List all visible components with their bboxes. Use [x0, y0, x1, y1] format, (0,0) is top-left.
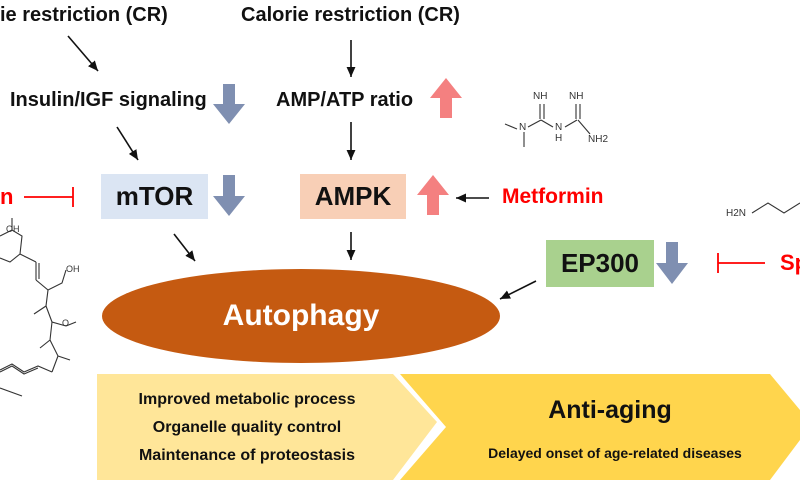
- cr-left-label: ie restriction (CR): [0, 4, 168, 26]
- effect-item: Organelle quality control: [152, 419, 342, 436]
- metformin-atom: NH: [533, 91, 548, 102]
- effects-chevron: [97, 374, 437, 480]
- anti-aging-subtitle: Delayed onset of age-related diseases: [488, 445, 742, 461]
- cr-right-label: Calorie restriction (CR): [241, 4, 460, 26]
- ampatp-up-arrow: [430, 78, 462, 118]
- ampk-node: AMPK: [300, 174, 406, 219]
- ep300-node: EP300: [546, 240, 654, 287]
- metformin-atom: NH2: [588, 134, 609, 145]
- rapamycin-atom: OH: [66, 264, 80, 274]
- effects-list: Improved metabolic process Organelle qua…: [97, 386, 397, 470]
- metformin-atom: NH: [569, 91, 584, 102]
- amp-atp-label: AMP/ATP ratio: [276, 89, 414, 111]
- metformin-structure: [504, 104, 591, 147]
- rapamycin-structure: [0, 218, 77, 397]
- rapamycin-label: n: [0, 184, 14, 209]
- effect-item: Maintenance of proteostasis: [138, 447, 356, 464]
- rapamycin-atom: O: [62, 318, 70, 328]
- spermidine-atom: H2N: [726, 208, 747, 219]
- insulin-down-arrow: [213, 84, 245, 124]
- ampk-up-arrow: [417, 175, 449, 215]
- ep300-down-arrow: [656, 242, 688, 284]
- insulin-igf-label: Insulin/IGF signaling: [10, 89, 207, 111]
- inhibit-spermidine-ep300: [717, 253, 765, 273]
- metformin-atom: N: [519, 122, 527, 133]
- inhibit-rapamycin-mtor: [24, 187, 74, 207]
- spermidine-label: Sp: [780, 250, 800, 275]
- mtor-node: mTOR: [101, 174, 208, 219]
- arrow-insulin-to-mtor: [116, 126, 139, 161]
- arrow-cr-to-insulin: [67, 35, 99, 72]
- rapamycin-atom: OH: [6, 224, 20, 234]
- autophagy-label: Autophagy: [222, 299, 380, 332]
- metformin-atom: H: [555, 133, 563, 144]
- metformin-label: Metformin: [502, 185, 604, 208]
- effect-item: Improved metabolic process: [138, 391, 356, 408]
- metformin-atom: N: [555, 122, 563, 133]
- anti-aging-title: Anti-aging: [548, 396, 672, 424]
- arrow-mtor-to-autophagy: [173, 233, 196, 262]
- spermidine-structure: [751, 202, 800, 214]
- mtor-down-arrow: [213, 175, 245, 216]
- anti-aging-chevron: [400, 374, 800, 480]
- arrow-ep300-to-autophagy: [499, 280, 537, 300]
- autophagy-ellipse: [102, 269, 500, 363]
